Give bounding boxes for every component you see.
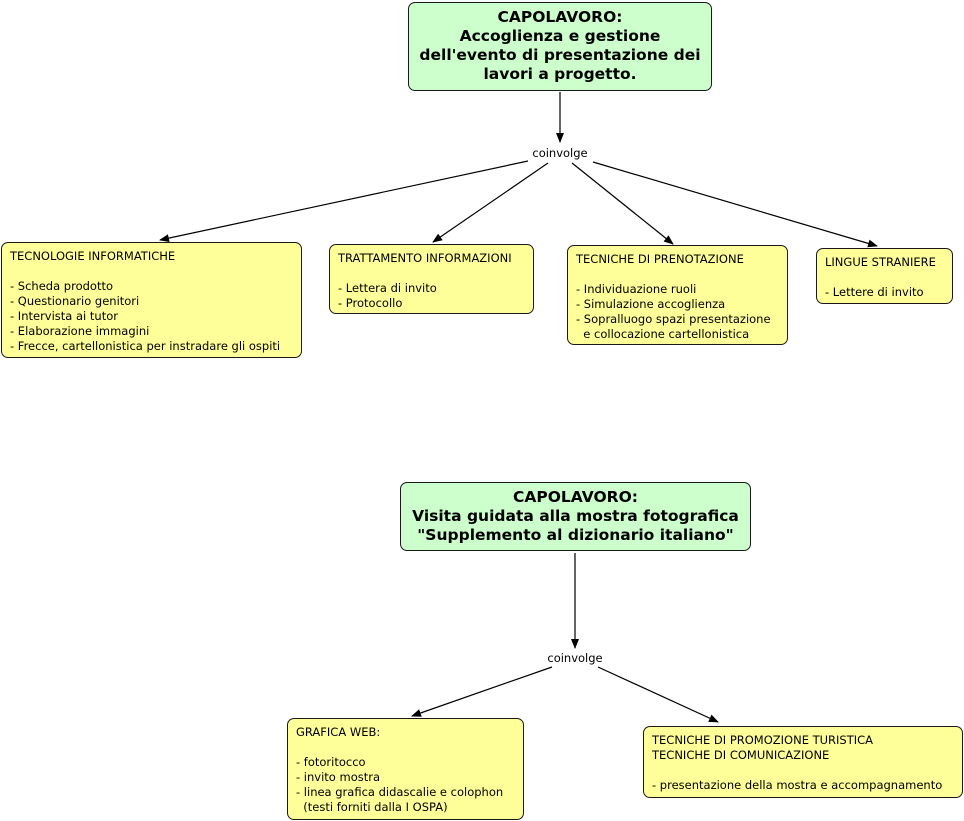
topic-item: - Scheda prodotto [10, 279, 113, 293]
topic-title: LINGUE STRANIERE [825, 255, 936, 269]
edge-label1-to-tecnologie [159, 160, 529, 243]
topic-item-list: - Lettere di invito [825, 285, 944, 300]
topic-item-list: - Scheda prodotto - Questionario genitor… [10, 279, 293, 354]
topic-item-list: - Individuazione ruoli - Simulazione acc… [576, 282, 779, 342]
topic-item: - fotoritocco [296, 755, 366, 769]
topic-trattamento-informazioni[interactable]: TRATTAMENTO INFORMAZIONI - Lettera di in… [329, 244, 534, 314]
topic-item: - presentazione della mostra e accompagn… [652, 778, 943, 792]
topic-item: (testi forniti dalla I OSPA) [296, 800, 448, 814]
spacer [652, 763, 954, 778]
link-label-coinvolge: coinvolge [545, 651, 605, 665]
topic-title: GRAFICA WEB: [296, 725, 381, 739]
topic-lingue-straniere[interactable]: LINGUE STRANIERE - Lettere di invito [816, 248, 953, 304]
main-concept-line: lavori a progetto. [483, 65, 637, 83]
edge-label2-to-promozione [597, 666, 719, 723]
topic-item: - Lettere di invito [825, 285, 924, 299]
spacer [576, 267, 779, 282]
topic-title: TECNOLOGIE INFORMATICHE [10, 249, 176, 263]
spacer [10, 264, 293, 279]
topic-item: - linea grafica didascalie e colophon [296, 785, 504, 799]
topic-item: - Questionario genitori [10, 294, 140, 308]
topic-item-list: - Lettera di invito - Protocollo [338, 281, 525, 311]
main-concept-line: Accoglienza e gestione [459, 27, 661, 45]
topic-title: TRATTAMENTO INFORMAZIONI [338, 251, 512, 265]
main-concept-line: CAPOLAVORO: [497, 8, 623, 26]
topic-item-list: - presentazione della mostra e accompagn… [652, 778, 954, 793]
link-label-coinvolge: coinvolge [530, 146, 590, 160]
main-concept-line: CAPOLAVORO: [513, 488, 638, 506]
topic-item: - Frecce, cartellonistica per instradare… [10, 339, 281, 353]
edge-label2-to-grafica [411, 666, 553, 717]
topic-item: - Intervista ai tutor [10, 309, 118, 323]
topic-item: e collocazione cartellonistica [576, 327, 750, 341]
spacer [825, 270, 944, 285]
main-concept-accoglienza[interactable]: CAPOLAVORO: Accoglienza e gestione dell'… [408, 2, 712, 91]
topic-item: - Lettera di invito [338, 281, 437, 295]
topic-tecnologie-informatiche[interactable]: TECNOLOGIE INFORMATICHE - Scheda prodott… [1, 242, 302, 358]
edge-label1-to-lingue [592, 161, 878, 248]
main-concept-line: Visita guidata alla mostra fotografica [412, 507, 739, 525]
topic-promozione-comunicazione[interactable]: TECNICHE DI PROMOZIONE TURISTICA TECNICH… [643, 726, 963, 798]
topic-item: - Individuazione ruoli [576, 282, 697, 296]
main-concept-line: dell'evento di presentazione dei [419, 46, 701, 64]
spacer [296, 740, 515, 755]
topic-item: - Sopralluogo spazi presentazione [576, 312, 771, 326]
topic-tecniche-prenotazione[interactable]: TECNICHE DI PRENOTAZIONE - Individuazion… [567, 245, 788, 345]
topic-item: - invito mostra [296, 770, 381, 784]
topic-title: TECNICHE DI PRENOTAZIONE [576, 252, 744, 266]
topic-item: - Elaborazione immagini [10, 324, 150, 338]
main-concept-visita-guidata[interactable]: CAPOLAVORO: Visita guidata alla mostra f… [400, 482, 751, 551]
topic-title: TECNICHE DI COMUNICAZIONE [652, 748, 830, 762]
topic-item: - Simulazione accoglienza [576, 297, 726, 311]
spacer [338, 266, 525, 281]
topic-title: TECNICHE DI PROMOZIONE TURISTICA [652, 733, 874, 747]
topic-item: - Protocollo [338, 296, 403, 310]
topic-grafica-web[interactable]: GRAFICA WEB: - fotoritocco - invito most… [287, 718, 524, 820]
edge-label1-to-trattamento [432, 162, 549, 243]
edge-label1-to-prenotazione [571, 162, 674, 245]
topic-item-list: - fotoritocco - invito mostra - linea gr… [296, 755, 515, 815]
main-concept-line: "Supplemento al dizionario italiano" [417, 526, 734, 544]
